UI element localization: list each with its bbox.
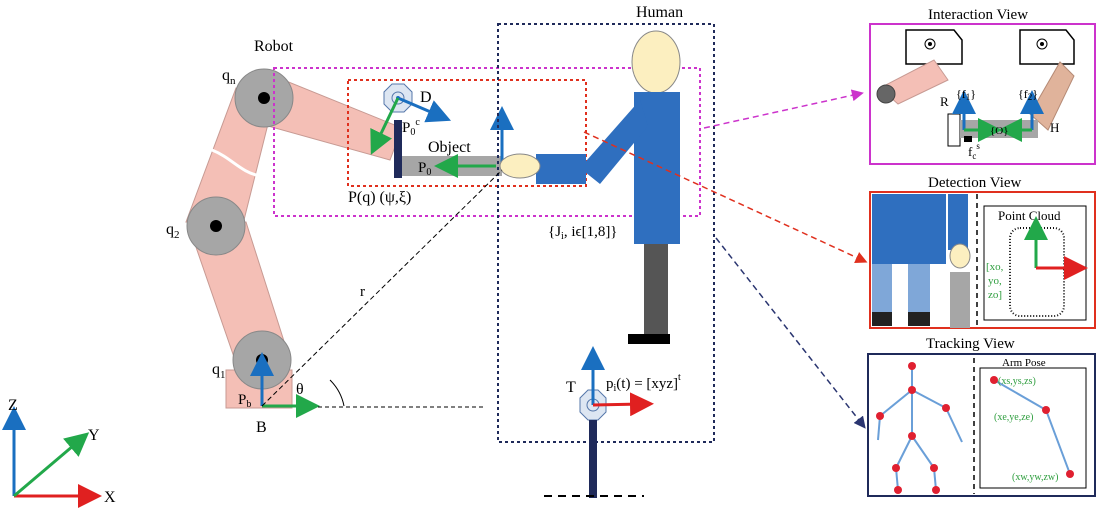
dv-coord-z: zo] xyxy=(988,289,1002,301)
interaction-region-box xyxy=(273,67,701,217)
label-p0: P0 xyxy=(418,160,431,178)
world-axis-y xyxy=(13,432,90,498)
iv-label-fc: fcs xyxy=(968,141,980,161)
world-frame xyxy=(2,406,102,508)
arrow-to-detection xyxy=(583,131,868,263)
iv-label-f2: {f2} xyxy=(1018,87,1038,102)
iv-label-h: H xyxy=(1050,120,1059,135)
arrow-to-tracking xyxy=(715,237,866,429)
label-pq: P(q) (ψ,ξ) xyxy=(348,189,411,206)
interaction-view-panel: Interaction View R H {f1} {f2} {O} fcs xyxy=(869,7,1096,165)
point-cloud-dots xyxy=(1009,227,1065,317)
label-t: T xyxy=(566,379,576,396)
label-qn: qn xyxy=(222,67,236,87)
dv-leg-right xyxy=(908,264,930,312)
dv-human-arm xyxy=(948,194,968,250)
dv-leg-left xyxy=(872,264,892,312)
arm-pose-label-wrist: (xw,yw,zw) xyxy=(1012,472,1058,483)
detection-view-panel: Detection View Point Cloud [xo, yo, zo] xyxy=(869,175,1096,329)
skeleton-joints xyxy=(876,362,950,494)
arm-pose-title: Arm Pose xyxy=(1002,357,1046,369)
arm-pose-wrist xyxy=(1066,470,1074,478)
dv-human-torso xyxy=(872,194,946,264)
human-head xyxy=(631,30,681,94)
arrow-to-interaction xyxy=(703,89,864,129)
interaction-view-title: Interaction View xyxy=(928,7,1028,23)
arm-pose-label-shoulder: (xs,ys,zs) xyxy=(998,376,1036,387)
human-leg xyxy=(644,244,668,336)
label-q2: q2 xyxy=(166,221,180,241)
arm-pose-label-elbow: (xe,ye,ze) xyxy=(994,412,1033,423)
label-pb: Pb xyxy=(238,392,251,410)
arm-pose-elbow xyxy=(1042,406,1050,414)
label-b: B xyxy=(256,419,267,436)
point-cloud-title: Point Cloud xyxy=(998,208,1061,223)
label-ji: {Ji, iϵ[1,8]} xyxy=(548,224,618,242)
label-human: Human xyxy=(636,4,683,21)
robot-arm xyxy=(185,68,403,409)
reach-line-r xyxy=(261,169,503,407)
dv-coord-y: yo, xyxy=(988,275,1002,287)
camera-d xyxy=(370,83,452,155)
camera-t-stand xyxy=(589,420,597,498)
iv-label-r: R xyxy=(940,94,949,109)
human-foot xyxy=(628,334,670,344)
label-object: Object xyxy=(428,139,471,156)
label-theta: θ xyxy=(296,381,304,398)
dv-object xyxy=(950,272,970,328)
iv-camera-right xyxy=(1019,29,1075,65)
human-upper-arm xyxy=(580,100,648,184)
iv-label-f1: {f1} xyxy=(956,87,976,102)
human-figure xyxy=(499,30,681,344)
human-hand xyxy=(499,153,541,179)
iv-gripper xyxy=(947,113,961,147)
human-region-box xyxy=(497,23,715,443)
camera-d-axis-blue xyxy=(397,96,452,123)
camera-d-axis-green xyxy=(370,97,400,155)
label-q1: q1 xyxy=(212,361,226,381)
human-forearm xyxy=(536,154,586,184)
label-axis-x: X xyxy=(104,489,116,506)
dv-coord-x: [xo, xyxy=(986,261,1004,273)
theta-arc xyxy=(329,379,345,407)
camera-t xyxy=(579,346,654,498)
arm-pose-shoulder xyxy=(990,376,998,384)
label-d: D xyxy=(420,89,432,106)
label-r: r xyxy=(360,284,365,300)
iv-label-o: {O} xyxy=(990,125,1009,137)
gripper-shaft xyxy=(394,120,402,178)
tracking-view-title: Tracking View xyxy=(926,336,1015,352)
label-robot: Robot xyxy=(254,38,294,55)
label-axis-z: Z xyxy=(8,397,18,414)
label-p0c: P0c xyxy=(402,117,420,138)
link-break-mark xyxy=(211,148,261,178)
iv-robot-joint xyxy=(876,84,896,104)
detection-view-title: Detection View xyxy=(928,175,1022,191)
label-pit: pi(t) = [xyz]t xyxy=(606,372,681,394)
tracking-view-panel: Tracking View Arm Pose xyxy=(867,336,1096,497)
label-axis-y: Y xyxy=(88,427,100,444)
